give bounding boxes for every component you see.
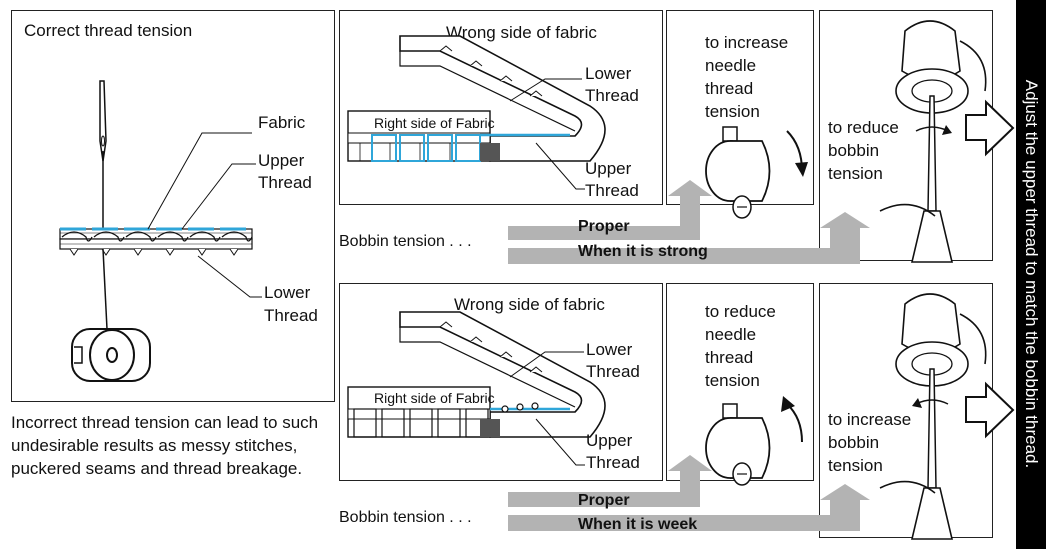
upper-thread-label: Upper Thread [585, 159, 639, 200]
tension-dial-illustration [705, 396, 803, 486]
fabric-panel-top: Wrong side of fabric Right side of Fabri… [339, 10, 663, 205]
upper-thread-label: Upper Thread [586, 431, 640, 472]
wrong-side-label: Wrong side of fabric [454, 295, 605, 314]
right-side-label: Right side of Fabric [374, 115, 495, 131]
fabric-cross-section-illustration [347, 311, 606, 466]
tension-dial-illustration [705, 126, 808, 219]
screwdriver-bobbin-illustration [879, 293, 987, 540]
correct-tension-illustration [59, 80, 262, 382]
lower-thread-label: Lower Thread [585, 64, 639, 105]
sidebar-banner: Adjust the upper thread to match the bob… [1016, 0, 1046, 549]
wrong-side-label: Wrong side of fabric [446, 23, 597, 42]
needle-instruction: to increase needle thread tension [705, 33, 789, 121]
tension-caption: Incorrect thread tension can lead to suc… [11, 413, 319, 478]
correct-tension-panel: Correct thread tension [11, 10, 335, 402]
lower-thread-label: Lower Thread [586, 340, 640, 381]
screwdriver-bobbin-illustration [879, 20, 987, 263]
bobbin-tension-panel-bottom: to increase bobbin tension [819, 283, 993, 540]
upper-thread-label: Upper Thread [258, 151, 312, 192]
right-side-label: Right side of Fabric [374, 390, 495, 406]
fabric-panel-bottom: Wrong side of fabric Right side of Fabri… [339, 283, 663, 481]
bobbin-tension-label: Bobbin tension . . . [339, 509, 472, 526]
bobbin-tension-label: Bobbin tension . . . [339, 233, 472, 250]
proper-bar-label: Proper [578, 218, 630, 235]
bobbin-instruction: to increase bobbin tension [828, 410, 912, 475]
bobbin-instruction: to reduce bobbin tension [828, 118, 899, 183]
lower-thread-label: Lower Thread [264, 283, 318, 325]
panel-title: Correct thread tension [24, 21, 193, 40]
proper-bar-label: Proper [578, 492, 630, 509]
condition-bar-label: When it is strong [578, 243, 708, 260]
fabric-cross-section-illustration [347, 35, 606, 190]
sidebar-banner-text: Adjust the upper thread to match the bob… [1022, 79, 1041, 469]
fabric-label: Fabric [258, 113, 306, 132]
needle-tension-panel-top: to increase needle thread tension [666, 10, 814, 219]
needle-instruction: to reduce needle thread tension [705, 302, 776, 390]
needle-tension-panel-bottom: to reduce needle thread tension [666, 283, 814, 486]
condition-bar-label: When it is week [578, 516, 698, 533]
